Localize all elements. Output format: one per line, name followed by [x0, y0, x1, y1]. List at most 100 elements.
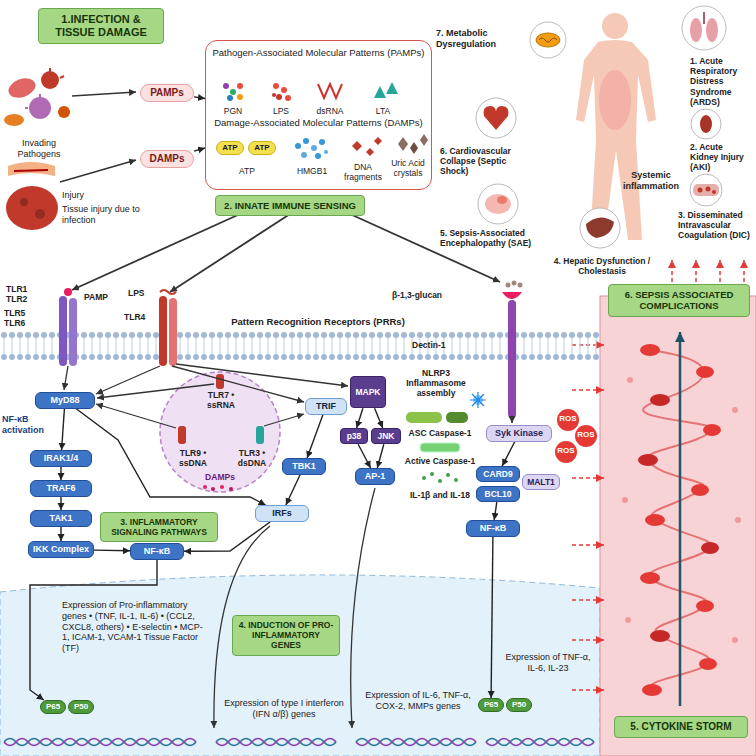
- cytokine-storm-panel-part: [691, 484, 709, 496]
- dna-helix-part: [486, 739, 594, 746]
- connector: [76, 409, 265, 505]
- node-text: ATP: [252, 143, 272, 153]
- dna-helix-part: [4, 739, 196, 746]
- node-text: MAPK: [353, 387, 383, 397]
- node-text: CARD9: [481, 469, 515, 479]
- cytokine-storm-panel-part: [735, 517, 741, 523]
- pattern-icons-part: [272, 93, 276, 97]
- organ-icons-part: [586, 217, 614, 238]
- cytokine-storm-panel-part: [622, 497, 628, 503]
- inflammasome-part: [406, 412, 442, 423]
- ros-blobs-part: [575, 425, 597, 447]
- label: 1. Acute Respiratory Distress Syndrome (…: [690, 56, 754, 107]
- pattern-icons-part: [366, 148, 374, 156]
- kinase-box: MAPK: [350, 376, 386, 408]
- cytokine-storm-panel-part: [640, 344, 660, 356]
- signal-box: BCL10: [476, 486, 520, 502]
- dashed-arrows-part: [572, 599, 604, 601]
- label: TLR4: [124, 312, 156, 322]
- node-text: PAMPs: [145, 87, 189, 99]
- node-text: Syk Kinase: [491, 428, 547, 439]
- pathogen-icons-part: [60, 76, 64, 78]
- dna-helix-part: [356, 739, 476, 746]
- dashed-arrows-part: [572, 544, 604, 546]
- receptor-icons-part: [502, 292, 522, 299]
- pathogen-icons-part: [39, 94, 41, 97]
- dashed-arrows: [572, 260, 744, 690]
- organ-icons-part: [536, 33, 560, 47]
- dna-helix-part: [356, 739, 476, 746]
- signal-box: IRFs: [255, 505, 309, 522]
- pattern-icons-part: [315, 153, 321, 159]
- label: TLR7 • ssRNA: [201, 390, 241, 410]
- pathogen-icons-part: [49, 68, 51, 72]
- nucleus-part: [0, 575, 600, 756]
- node-text: Damage-Associated Molecular Patterns (DA…: [208, 117, 429, 128]
- node-text: 4. INDUCTION OF PRO-INFLAMMATORY GENES: [238, 620, 334, 651]
- sensing-arrows: [72, 214, 500, 292]
- cytokine-storm-panel-part: [732, 637, 738, 643]
- label: TLR5 TLR6: [4, 308, 34, 328]
- cytokine-storm-panel-part: [643, 350, 712, 690]
- node-text: AP-1: [360, 471, 390, 482]
- inflammasome-part: [438, 479, 442, 483]
- label: TLR3 • dsDNA: [230, 448, 274, 468]
- label: Expression of TNF-α, IL-6, IL-23: [502, 652, 594, 674]
- receptor-icons: [59, 281, 523, 424]
- pathway-arrows-part: [64, 366, 68, 390]
- pattern-icons-part: [285, 95, 291, 101]
- node-text: NF-κB: [471, 523, 515, 534]
- organ-icons-part: [485, 194, 511, 214]
- pathogen-icons: [4, 68, 136, 126]
- label: β-1,3-glucan: [392, 290, 458, 300]
- node-text: ATP: [220, 143, 240, 153]
- label: 5. Sepsis-Associated Encephalopathy (SAE…: [440, 228, 556, 248]
- connector: [502, 442, 515, 466]
- human-figure-part: [602, 13, 628, 39]
- endosome-part: [229, 487, 233, 491]
- kinase-box: JNK: [371, 428, 401, 444]
- dashed-arrows-part: [719, 260, 721, 282]
- nucleus: [0, 575, 600, 756]
- pattern-icons-part: [301, 152, 307, 158]
- label: Active Caspase-1: [404, 456, 476, 466]
- connector: [94, 549, 130, 551]
- label: LTA: [366, 106, 400, 116]
- receptor-icons-part: [64, 288, 72, 296]
- node-text: TRAF6: [35, 483, 87, 494]
- label: NLRP3 Inflammasome assembly: [398, 368, 474, 399]
- cytokine-storm-panel-part: [638, 454, 658, 466]
- signal-box: TBK1: [282, 458, 326, 475]
- dashed-arrows-part: [743, 260, 745, 282]
- organ-icons-part: [497, 196, 507, 204]
- pattern-icons-part: [324, 150, 328, 154]
- dashed-arrows-part: [572, 639, 604, 641]
- signal-box: TRAF6: [30, 480, 92, 497]
- dna-helix-part: [216, 739, 336, 746]
- pathogen-icons-part: [4, 114, 24, 126]
- connector: [62, 409, 65, 450]
- receptor-icons-part: [169, 298, 177, 366]
- step-header: 5. CYTOKINE STORM: [614, 716, 748, 738]
- pathway-arrows-part: [176, 364, 348, 386]
- node-text: IRAK1/4: [35, 453, 87, 464]
- connector: [375, 408, 383, 428]
- connector: [194, 148, 205, 151]
- label: 2. Acute Kidney Injury (AKI): [690, 142, 752, 173]
- subunit-pill: P65: [478, 698, 504, 712]
- human-figure-part: [599, 70, 631, 130]
- connector: [60, 467, 61, 480]
- label: IL-1β and IL-18: [404, 490, 476, 500]
- ros-blobs-part: [557, 409, 579, 431]
- inflammasome-part: [422, 476, 426, 480]
- node-text: p38: [345, 431, 363, 441]
- injury-icon-part: [60, 160, 136, 182]
- signal-box: MyD88: [35, 392, 95, 409]
- label: ROS: [554, 446, 578, 456]
- receptor-icons-part: [518, 283, 523, 288]
- cytokine-storm-panel-part: [600, 296, 756, 756]
- organ-icons-part: [691, 109, 721, 139]
- cytokine-storm-panel-part: [701, 542, 719, 554]
- sensing-arrows-part: [170, 214, 290, 292]
